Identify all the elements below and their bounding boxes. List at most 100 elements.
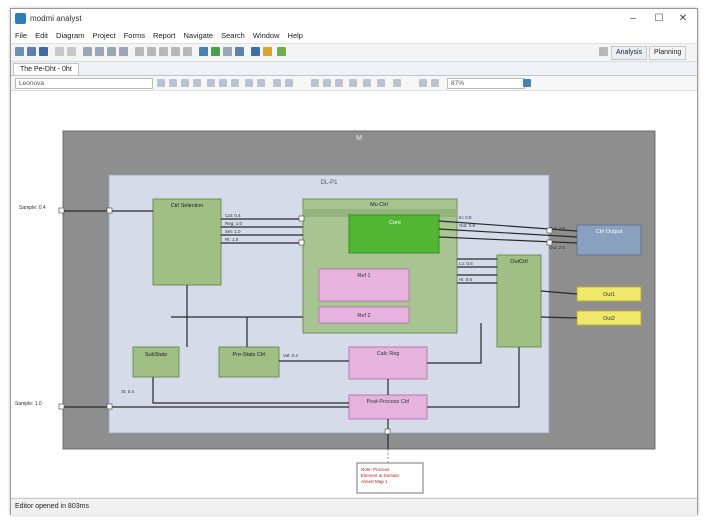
- fill-color-icon[interactable]: [181, 79, 189, 87]
- snap-icon[interactable]: [323, 79, 331, 87]
- app-icon: [15, 13, 26, 24]
- diagram-icon[interactable]: [199, 47, 208, 56]
- print-icon[interactable]: [83, 47, 92, 56]
- folder-icon[interactable]: [263, 47, 272, 56]
- delete-icon[interactable]: [135, 47, 144, 56]
- menu-project[interactable]: Project: [92, 31, 116, 40]
- export-icon[interactable]: [235, 47, 244, 56]
- run-icon[interactable]: [211, 47, 220, 56]
- pin-icon[interactable]: [419, 79, 427, 87]
- report-icon[interactable]: [251, 47, 260, 56]
- perspective-open-icon[interactable]: [599, 47, 608, 56]
- port-label-2: Reg: 1.0: [225, 221, 243, 226]
- zoom-icon[interactable]: [159, 47, 168, 56]
- perspective-analysis[interactable]: Analysis: [611, 46, 648, 60]
- line-color-icon[interactable]: [193, 79, 201, 87]
- menu-navigate[interactable]: Navigate: [183, 31, 214, 40]
- port-label-12: Out: 2.0: [549, 245, 566, 250]
- arrange-icon[interactable]: [219, 79, 227, 87]
- perspective-planning[interactable]: Planning: [649, 46, 687, 60]
- connector-icon[interactable]: [285, 79, 293, 87]
- menu-report[interactable]: Report: [152, 31, 176, 40]
- select-all-icon[interactable]: [349, 79, 357, 87]
- editor-tab[interactable]: The Pe-Dht - 0ht: [13, 63, 79, 75]
- editor-toolbar: Leonova 87%: [11, 76, 697, 91]
- properties-icon[interactable]: [377, 79, 385, 87]
- settings-icon[interactable]: [223, 47, 232, 56]
- port-label-4: Rt: 1.0: [225, 237, 239, 242]
- substats-block[interactable]: [132, 346, 180, 378]
- new-icon[interactable]: [15, 47, 24, 56]
- minimize-button[interactable]: –: [630, 13, 636, 24]
- port-label-8: Hi: 0.6: [459, 277, 473, 282]
- close-button[interactable]: ✕: [678, 13, 688, 24]
- distribute-icon[interactable]: [245, 79, 253, 87]
- core-block[interactable]: [348, 214, 440, 254]
- group-icon[interactable]: [231, 79, 239, 87]
- maximize-button[interactable]: ☐: [654, 13, 664, 24]
- prestats-block[interactable]: [218, 346, 280, 378]
- refresh-icon[interactable]: [393, 79, 401, 87]
- redo-icon[interactable]: [67, 47, 76, 56]
- grid-icon[interactable]: [311, 79, 319, 87]
- menu-diagram[interactable]: Diagram: [56, 31, 85, 40]
- paste-icon[interactable]: [119, 47, 128, 56]
- ref2-block[interactable]: [318, 306, 410, 324]
- ctrl-output-block[interactable]: [576, 224, 642, 256]
- port-in-left-top: Sample: 0.4: [19, 205, 46, 211]
- main-toolbar: Analysis Planning: [11, 44, 697, 62]
- menu-help[interactable]: Help: [287, 31, 303, 40]
- inner-label: DL-P1: [320, 180, 338, 186]
- find-icon[interactable]: [147, 47, 156, 56]
- cut-icon[interactable]: [95, 47, 104, 56]
- out-ctrl-block[interactable]: [496, 254, 542, 348]
- italic-icon[interactable]: [169, 79, 177, 87]
- size-icon[interactable]: [257, 79, 265, 87]
- copy-icon[interactable]: [107, 47, 116, 56]
- layout-icon[interactable]: [171, 47, 180, 56]
- out-ctrl-label: OutCtrl: [510, 259, 527, 265]
- ctrl-selection-block[interactable]: [152, 198, 222, 286]
- ref1-block[interactable]: [318, 268, 410, 302]
- menu-forms[interactable]: Forms: [123, 31, 145, 40]
- post-process-label: Post-Process Ctrl: [367, 399, 410, 405]
- port-in-left-bottom: Sample: 1.0: [15, 401, 42, 407]
- undo-icon[interactable]: [55, 47, 64, 56]
- menu-search[interactable]: Search: [221, 31, 245, 40]
- menu-bar: File Edit Diagram Project Forms Report Navigat…: [11, 29, 697, 44]
- status-bar: Editor opened in 803ms: [11, 498, 697, 515]
- port-label-10: Val: 0.4: [283, 353, 298, 358]
- menu-window[interactable]: Window: [252, 31, 280, 40]
- port-label-11: Out: 2.0: [549, 226, 566, 231]
- menu-edit[interactable]: Edit: [35, 31, 49, 40]
- port-label-5: In: 0.8: [459, 215, 472, 220]
- zoom-fit-icon[interactable]: [523, 79, 531, 87]
- bold-icon[interactable]: [157, 79, 165, 87]
- check-icon[interactable]: [277, 47, 286, 56]
- editor-tab-row: The Pe-Dht - 0ht: [11, 62, 697, 76]
- zoom-combo[interactable]: 87%: [447, 78, 525, 89]
- diagram-canvas[interactable]: M DL-P1 Ctrl Selection Mu Ctrl Core Ref …: [11, 91, 697, 497]
- save-icon[interactable]: [39, 47, 48, 56]
- out2-label: Out2: [603, 316, 615, 322]
- prestats-label: Pre-Stats Ctrl: [232, 352, 265, 358]
- rulers-icon[interactable]: [335, 79, 343, 87]
- ref1-label: Ref 1: [357, 273, 370, 279]
- menu-file[interactable]: File: [15, 31, 28, 40]
- port-label-9: St: 0.4: [121, 389, 135, 394]
- port-label-3: Set: 1.0: [225, 229, 241, 234]
- core-label: Core: [389, 220, 401, 226]
- open-icon[interactable]: [27, 47, 36, 56]
- lock-icon[interactable]: [431, 79, 439, 87]
- filter-icon[interactable]: [363, 79, 371, 87]
- route-icon[interactable]: [273, 79, 281, 87]
- processor-label: Mu Ctrl: [370, 202, 388, 208]
- line-style-icon[interactable]: [207, 79, 215, 87]
- port-label-7: Lo: 0.6: [459, 261, 473, 266]
- connections: [61, 210, 578, 449]
- out1-label: Out1: [603, 292, 615, 298]
- note-line: Element in Domain: [361, 473, 400, 478]
- note-box[interactable]: [356, 462, 424, 494]
- align-icon[interactable]: [183, 47, 192, 56]
- font-combo[interactable]: Leonova: [15, 78, 153, 89]
